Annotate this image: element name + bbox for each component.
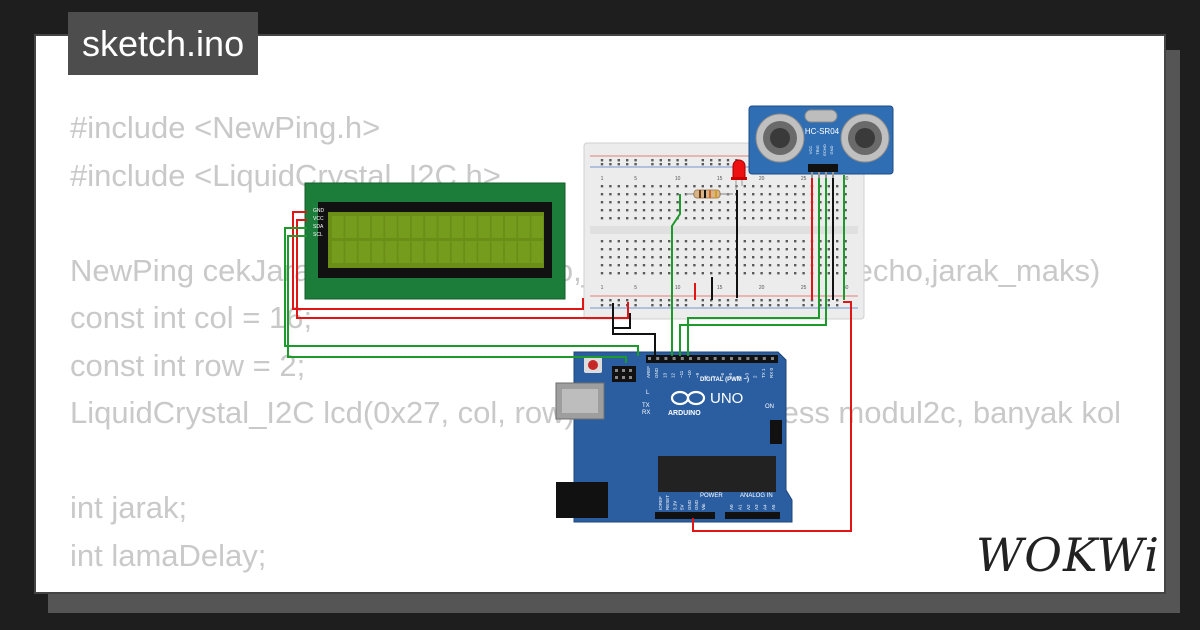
arduino-tx-label: TX: [642, 403, 650, 409]
code-line: const int row = 2;: [70, 347, 306, 383]
analog-pin-label: A5: [771, 504, 776, 510]
wire-5v: [692, 301, 852, 532]
arduino-infinity-logo: [670, 390, 706, 406]
digital-pin-label: GND: [654, 367, 659, 378]
arduino-header-label: DIGITAL (PWM ~): [700, 377, 749, 383]
breadboard-col-number: 5: [634, 176, 637, 182]
sensor-label: HC-SR04: [805, 127, 840, 136]
sensor-pin-echo: ECHO: [822, 144, 827, 156]
breadboard-col-number: 15: [717, 285, 723, 291]
sensor-pin-vcc: VCC: [808, 146, 813, 155]
digital-pin-label: ~10: [687, 370, 692, 378]
breadboard-col-number: 5: [634, 285, 637, 291]
breadboard-col-number: 10: [675, 176, 681, 182]
digital-pin-label: 2: [753, 375, 758, 378]
arduino-analog-label: ANALOG IN: [740, 493, 773, 499]
breadboard-col-number: 20: [759, 176, 765, 182]
digital-pin-label: TX 1: [761, 368, 766, 378]
power-pin-label: IOREF: [658, 496, 663, 510]
code-line: #include <NewPing.h>: [70, 110, 381, 145]
code-line: int jarak;: [70, 490, 188, 525]
breadboard-col-number: 20: [759, 285, 765, 291]
breadboard-col-number: 25: [801, 285, 807, 291]
code-line: int lamaDelay;: [70, 537, 267, 573]
wire-sensor-trig: [687, 178, 820, 356]
red-led: [731, 159, 747, 190]
analog-pin-label: A4: [763, 504, 768, 510]
digital-pin-label: ~11: [679, 370, 684, 378]
sensor-pin-trig: TRIG: [815, 145, 820, 155]
breadboard-col-number: 25: [801, 176, 807, 182]
breadboard-col-number: 10: [675, 285, 681, 291]
digital-pin-label: ~6: [720, 372, 725, 378]
arduino-l-label: L: [646, 390, 650, 396]
resistor: [686, 189, 733, 199]
digital-pin-label: 8: [703, 375, 708, 378]
analog-pin-label: A0: [729, 504, 734, 510]
wire-lcd-scl: [287, 235, 627, 363]
digital-pin-label: 13: [662, 372, 667, 378]
digital-pin-label: AREF: [646, 366, 651, 378]
breadboard-col-number: 1: [601, 285, 604, 291]
wire-gnd-arduino-2: [612, 328, 656, 356]
analog-pin-label: A1: [737, 504, 742, 510]
wokwi-logo: WOKWi: [976, 528, 1160, 582]
power-pin-label: GND: [694, 499, 699, 510]
arduino-power-label: POWER: [700, 493, 723, 499]
power-pin-label: Vin: [701, 503, 706, 510]
analog-pin-label: A2: [746, 504, 751, 510]
breadboard-col-number: 30: [843, 285, 849, 291]
digital-pin-label: ~3: [744, 372, 749, 378]
breadboard-col-number: 30: [843, 176, 849, 182]
sketch-title: sketch.ino: [68, 12, 259, 75]
wire-gnd-arduino: [612, 303, 631, 329]
wire-led-green: [671, 194, 681, 356]
arduino-logo-text: UNO: [710, 390, 743, 407]
digital-pin-label: 4: [736, 375, 741, 378]
digital-pin-label: 7: [712, 375, 717, 378]
arduino-rx-label: RX: [642, 410, 650, 416]
wire-lcd-sda: [284, 227, 639, 356]
wire-lcd-vcc: [296, 219, 629, 319]
arduino-brand-text: ARDUINO: [668, 410, 701, 417]
breadboard-col-number: 15: [717, 176, 723, 182]
wires: [284, 175, 852, 532]
analog-pin-label: A3: [754, 504, 759, 510]
digital-pin-label: 12: [671, 372, 676, 378]
lcd-pin-gnd: GND: [313, 208, 325, 214]
digital-pin-label: ~9: [695, 372, 700, 378]
power-pin-label: RESET: [665, 495, 670, 510]
power-pin-label: 3.3V: [672, 501, 677, 510]
breadboard-col-number: 1: [601, 176, 604, 182]
wire-sensor-echo: [679, 178, 827, 356]
lcd-display: GND VCC SDA SCL: [304, 182, 566, 300]
power-pin-label: GND: [687, 499, 692, 510]
code-line: const int col = 16;: [70, 300, 313, 335]
sensor-pin-gnd: GND: [829, 145, 834, 154]
arduino-uno: DIGITAL (PWM ~) L TX RX ON UNO ARDUINO P…: [555, 351, 793, 523]
wire-lcd-gnd: [292, 211, 584, 310]
lcd-pin-scl: SCL: [313, 232, 323, 238]
lcd-pin-sda: SDA: [313, 224, 324, 230]
arduino-on-label: ON: [765, 404, 774, 410]
power-pin-label: 5V: [680, 504, 685, 510]
lcd-pin-vcc: VCC: [313, 216, 324, 222]
ultrasonic-sensor: HC-SR04 VCC TRIG ECHO GND: [748, 105, 894, 178]
digital-pin-label: ~5: [728, 372, 733, 378]
digital-pin-label: RX 0: [769, 367, 774, 378]
